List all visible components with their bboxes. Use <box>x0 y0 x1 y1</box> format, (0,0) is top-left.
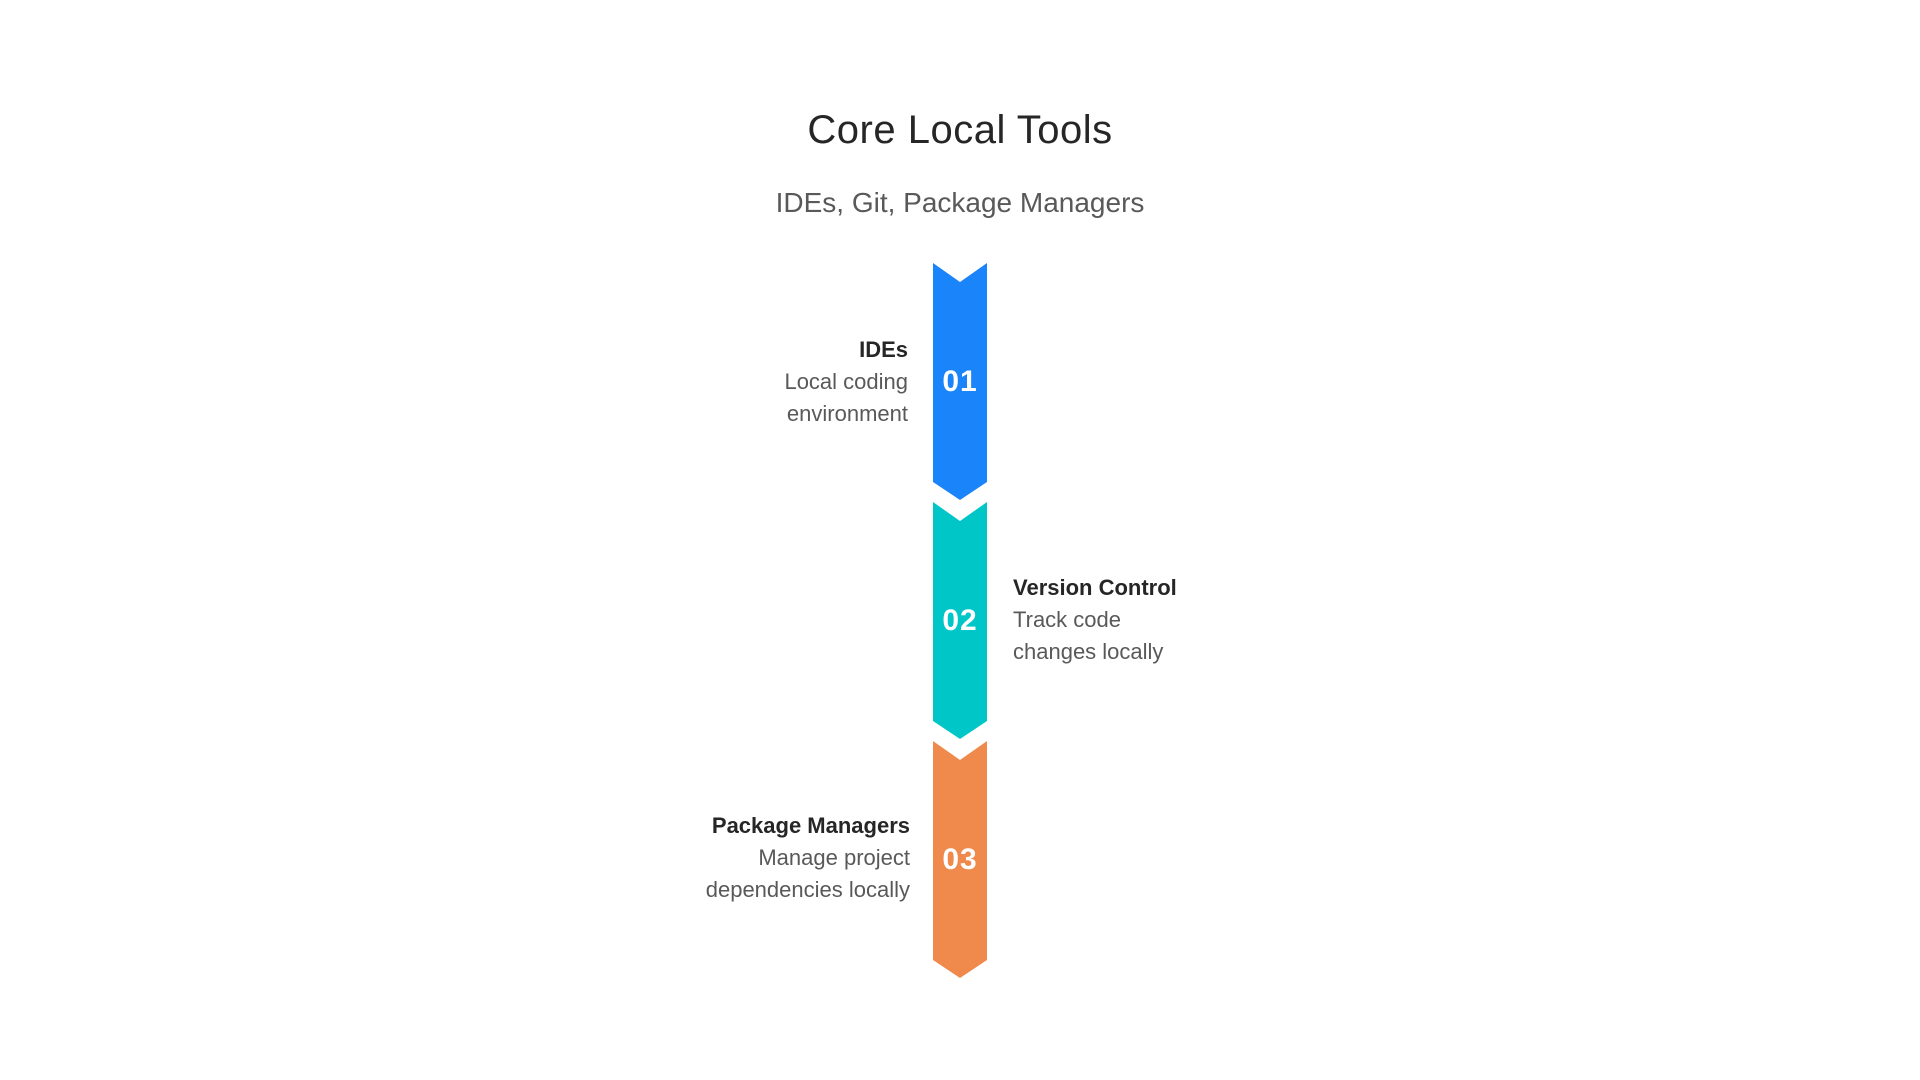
chevron-step-2: 02 <box>933 502 987 739</box>
page-subtitle: IDEs, Git, Package Managers <box>775 187 1145 218</box>
page-title: Core Local Tools <box>807 108 1113 152</box>
step-2-label: Version Control Track code changes local… <box>1013 572 1373 668</box>
chevron-step-1: 01 <box>933 263 987 500</box>
step-2-desc-line-2: changes locally <box>1013 639 1164 664</box>
step-1-label: IDEs Local coding environment <box>548 334 908 430</box>
step-3-number: 03 <box>942 842 978 876</box>
step-3-label: Package Managers Manage project dependen… <box>550 810 910 906</box>
step-3-desc-line-1: Manage project <box>758 845 910 870</box>
step-1-number: 01 <box>942 364 978 398</box>
step-1-desc-line-2: environment <box>786 401 908 426</box>
step-2-number: 02 <box>942 603 978 637</box>
chevron-step-3: 03 <box>933 741 987 978</box>
step-3-desc-line-2: dependencies locally <box>705 877 910 902</box>
step-1-desc-line-1: Local coding <box>784 369 908 394</box>
step-3-title: Package Managers <box>711 813 910 838</box>
step-2-title: Version Control <box>1013 575 1177 600</box>
step-2-desc-line-1: Track code <box>1013 607 1122 632</box>
step-1-title: IDEs <box>859 337 908 362</box>
